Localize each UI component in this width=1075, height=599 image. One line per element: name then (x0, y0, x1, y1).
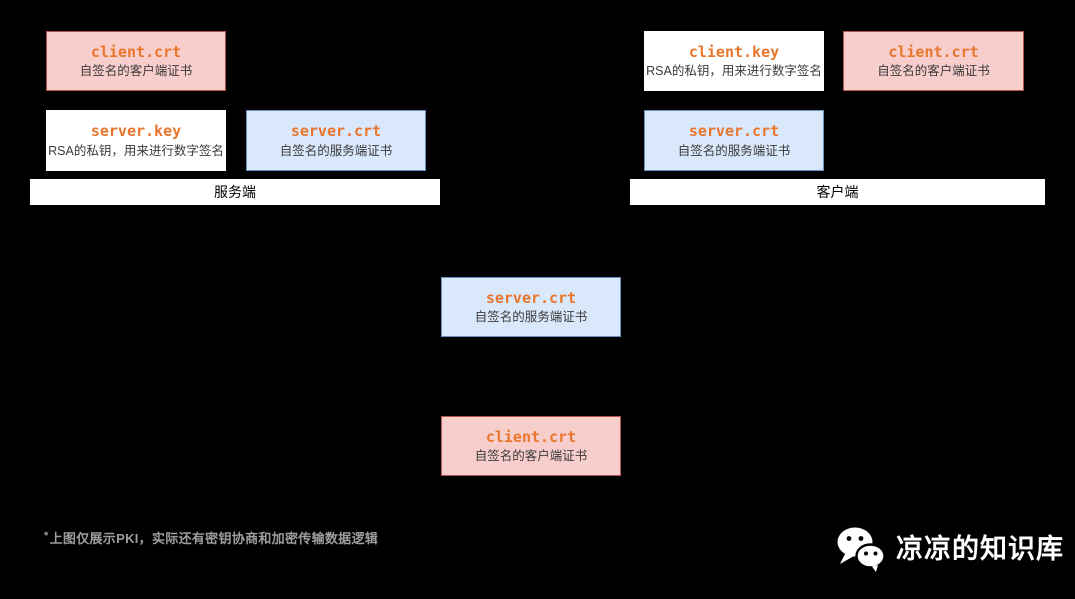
footnote: *上图仅展示PKI，实际还有密钥协商和加密传输数据逻辑 (44, 528, 378, 547)
key-description: RSA的私钥，用来进行数字签名 (48, 143, 224, 158)
cert-file-name: server.crt (485, 288, 577, 307)
watermark: 凉凉的知识库 (836, 525, 1064, 573)
client-panel-bar: 客户端 (630, 179, 1045, 205)
cert-file-name: server.crt (688, 122, 780, 140)
key-box-server-key: server.key RSA的私钥，用来进行数字签名 (46, 110, 226, 171)
cert-description: 自签名的客户端证书 (79, 64, 193, 79)
cert-box-server-crt-server-side: server.crt 自签名的服务端证书 (246, 110, 426, 171)
key-file-name: server.key (90, 122, 182, 140)
key-box-client-key: client.key RSA的私钥，用来进行数字签名 (644, 31, 824, 91)
cert-file-name: server.crt (290, 122, 382, 140)
cert-file-name: client.crt (90, 42, 182, 61)
cert-box-client-crt-client-side: client.crt 自签名的客户端证书 (843, 31, 1024, 91)
cert-file-name: client.crt (888, 42, 979, 61)
cert-description: 自签名的服务端证书 (474, 310, 588, 325)
key-file-name: client.key (688, 42, 780, 61)
cert-box-client-crt-exchange: client.crt 自签名的客户端证书 (441, 416, 621, 476)
watermark-text: 凉凉的知识库 (896, 533, 1064, 564)
server-panel-label: 服务端 (214, 184, 256, 200)
client-panel-label: 客户端 (816, 184, 859, 200)
cert-box-client-crt-server-side: client.crt 自签名的客户端证书 (46, 31, 226, 91)
footnote-asterisk: * (44, 530, 49, 542)
cert-description: 自签名的客户端证书 (474, 449, 588, 464)
key-description: RSA的私钥，用来进行数字签名 (646, 64, 822, 79)
cert-description: 自签名的服务端证书 (677, 143, 791, 158)
cert-box-server-crt-exchange: server.crt 自签名的服务端证书 (441, 277, 621, 337)
cert-description: 自签名的客户端证书 (877, 64, 990, 79)
cert-description: 自签名的服务端证书 (279, 143, 393, 158)
cert-box-server-crt-client-side: server.crt 自签名的服务端证书 (644, 110, 824, 171)
wechat-icon (837, 527, 886, 572)
footnote-text: 上图仅展示PKI，实际还有密钥协商和加密传输数据逻辑 (49, 531, 379, 546)
server-panel-bar: 服务端 (30, 179, 440, 205)
cert-file-name: client.crt (485, 427, 577, 446)
